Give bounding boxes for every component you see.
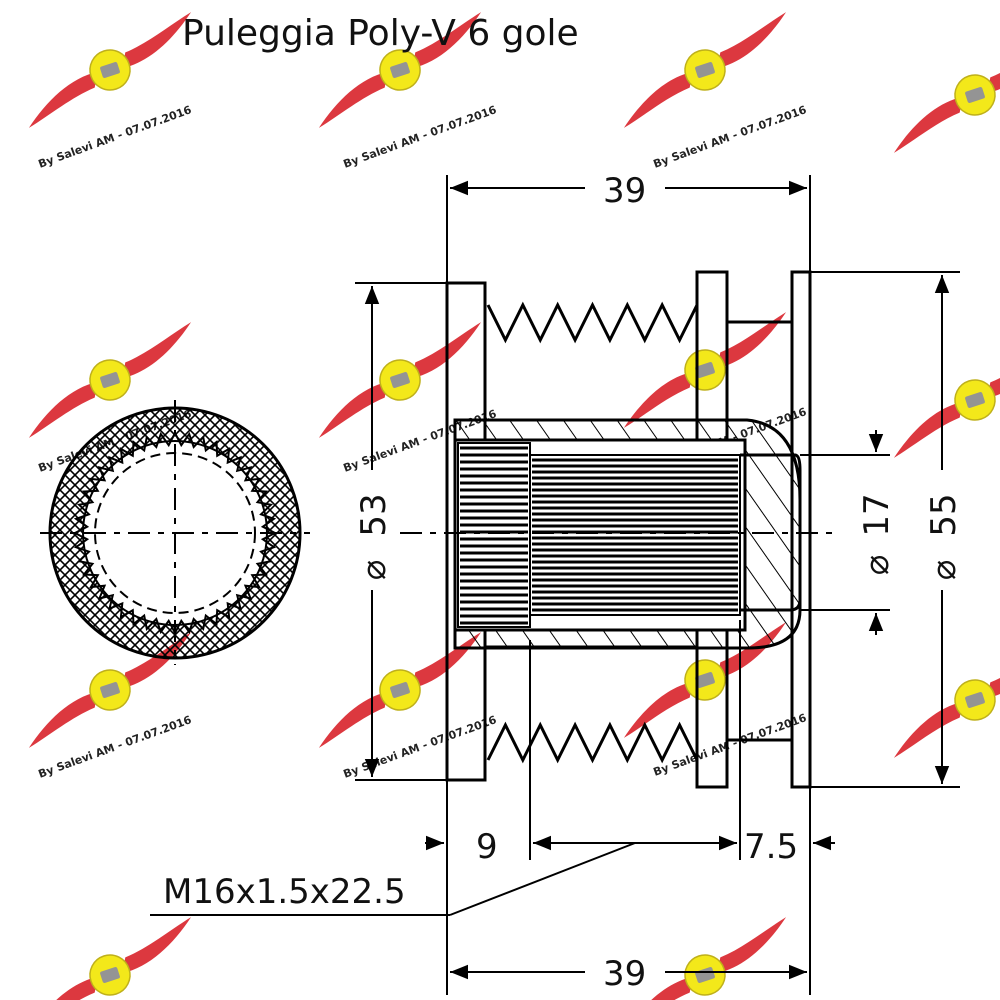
watermark-text: By Salevi AM - 07.07.2016 [342, 713, 499, 781]
dim-diameter-flange-right: 55 [924, 493, 964, 536]
dim-thread-spec: M16x1.5x22.5 [163, 872, 406, 912]
drawing-title: Puleggia Poly-V 6 gole [182, 13, 579, 54]
dim-diameter-flange-left: 53 [354, 493, 394, 536]
pulley-section [400, 270, 840, 789]
watermark-text: By Salevi AM - 07.07.2016 [652, 711, 809, 779]
watermark-text: By Salevi AM - 07.07.2016 [342, 103, 499, 171]
dim-overall-length-bottom: 39 [603, 954, 646, 994]
watermark-text: By Salevi AM - 07.07.2016 [37, 103, 194, 171]
dimension-labels: 39 39 ⌀ 53 ⌀ 55 ⌀ 17 9 7.5 M16x1.5x22.5 [163, 171, 964, 994]
dimension-lines [150, 175, 960, 995]
dim-diameter-symbol: ⌀ [857, 555, 897, 575]
watermark-text: By Salevi AM - 07.07.2016 [652, 103, 809, 171]
dim-overall-length-top: 39 [603, 171, 646, 211]
dim-diameter-symbol: ⌀ [354, 560, 394, 580]
dim-diameter-symbol: ⌀ [924, 560, 964, 580]
dim-offset-left: 9 [476, 827, 498, 867]
end-view [40, 400, 310, 665]
dim-diameter-bore: 17 [857, 493, 897, 536]
dim-offset-right: 7.5 [744, 827, 798, 867]
